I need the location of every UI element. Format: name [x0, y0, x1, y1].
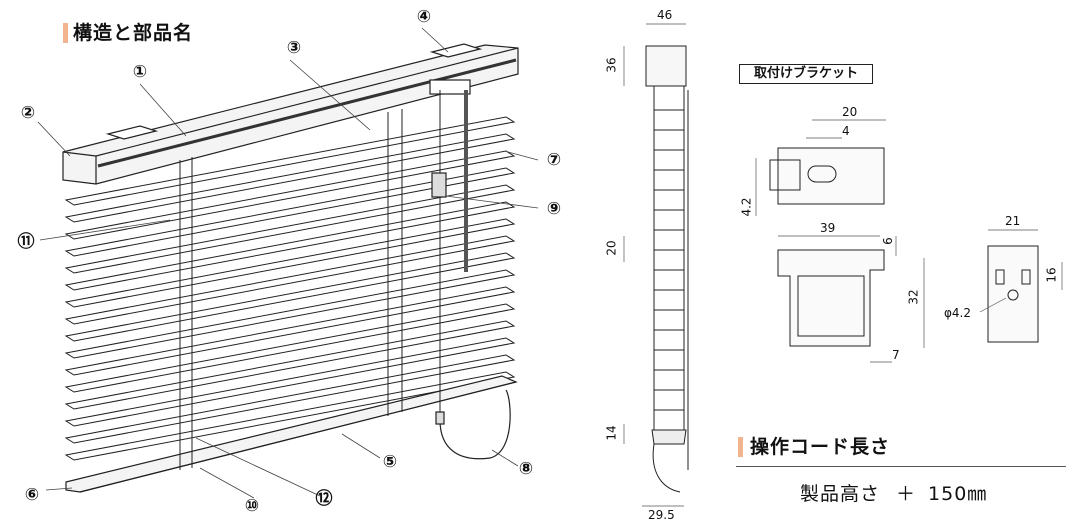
dim-bracket-side-6: 6 [880, 237, 895, 245]
bracket-top-view [755, 119, 886, 216]
formula-left: 製品高さ [800, 483, 881, 505]
dim-bracket-plate-21: 21 [1005, 214, 1021, 228]
bottom-rail [65, 375, 518, 493]
bracket-plate-view [979, 229, 1063, 343]
side-slat-stack [653, 85, 685, 431]
part-number-11: ⑪ [17, 232, 35, 252]
part-number-3: ③ [286, 38, 302, 58]
dim-bracket-top-4-2: 4.2 [739, 197, 754, 217]
dim-bracket-top-20: 20 [842, 105, 858, 119]
side-view [623, 23, 689, 507]
side-headrail [645, 45, 687, 87]
cord-formula: 製品高さ ＋ 150㎜ [800, 479, 987, 506]
part-number-2: ② [20, 103, 36, 123]
headrail [62, 44, 519, 185]
dim-side-headrail-height: 36 [604, 57, 619, 73]
side-bottom-rail [651, 429, 687, 445]
part-number-8: ⑧ [518, 459, 534, 479]
dim-bracket-plate-16: 16 [1044, 267, 1059, 283]
part-number-4: ④ [416, 7, 432, 27]
bracket-side-view [777, 235, 925, 363]
bracket-left [105, 125, 159, 140]
parts-title: 構造と部品名 [73, 22, 194, 44]
part-number-6: ⑥ [24, 485, 40, 505]
dim-bracket-side-7: 7 [892, 348, 900, 362]
dim-side-bottom-width: 29.5 [648, 508, 675, 522]
parts-title-accent [63, 23, 68, 43]
dim-side-width: 46 [657, 8, 673, 22]
bracket-right [429, 43, 483, 58]
part-number-1: ① [132, 62, 148, 82]
slats [64, 116, 516, 461]
leader-lines [37, 27, 539, 499]
part-number-10: ⑩ [244, 496, 260, 516]
cord-divider [736, 466, 1066, 467]
cord-stopper [435, 411, 445, 425]
dim-bracket-side-39: 39 [820, 221, 836, 235]
dim-side-slat-pitch: 20 [604, 240, 619, 256]
ladder-cords [179, 109, 403, 470]
cord-loop [439, 389, 511, 460]
part-number-12: ⑫ [315, 489, 333, 509]
cord-title-accent [738, 437, 743, 457]
formula-right: 150㎜ [928, 483, 988, 505]
part-number-7: ⑦ [546, 150, 562, 170]
bracket-title: 取付けブラケット [739, 64, 873, 84]
formula-operator: ＋ [896, 483, 917, 505]
dim-side-bottom-rail: 14 [604, 425, 619, 441]
part-number-5: ⑤ [382, 452, 398, 472]
blind-perspective [62, 43, 519, 493]
dim-bracket-top-4: 4 [842, 124, 850, 138]
dim-bracket-side-32: 32 [906, 289, 921, 305]
cord-title: 操作コード長さ [750, 436, 891, 458]
part-number-9: ⑨ [546, 199, 562, 219]
cord-equalizer [431, 172, 447, 198]
dim-bracket-plate-hole: φ4.2 [944, 306, 971, 320]
headrail-groove [97, 58, 517, 168]
